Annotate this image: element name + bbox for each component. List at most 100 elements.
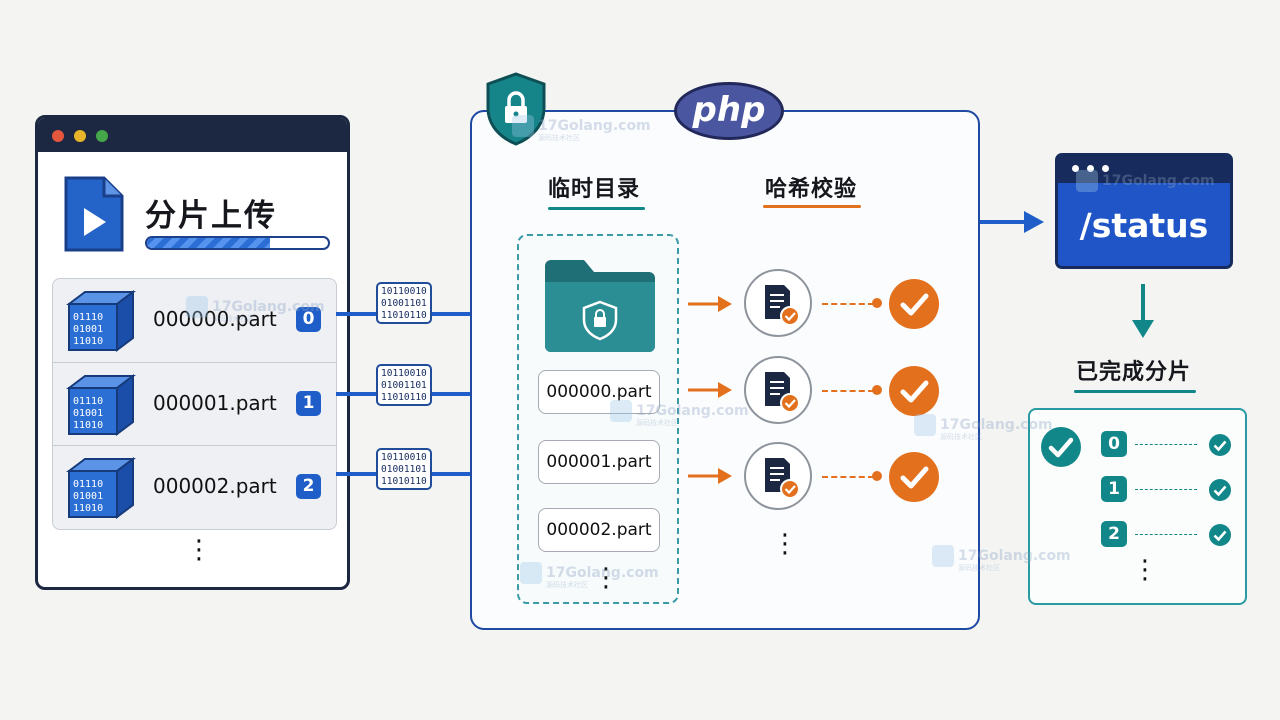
hash-connector [822,390,874,392]
hash-check-title: 哈希校验 [765,177,858,202]
cube-bits-line: 01110 [73,396,103,407]
cube-bits-line: 11010 [73,420,103,431]
check-circle-icon [1041,427,1081,467]
chunk-name: 000002.part [153,474,277,498]
temp-file-item[interactable]: 000001.part [538,440,660,484]
more-completed-ellipsis: ⋮ [1132,557,1158,583]
temp-file-item[interactable]: 000002.part [538,508,660,552]
cube-bits-line: 01001 [73,324,103,335]
binary-chip: 10110010 01001101 11010110 [376,448,432,490]
cube-bits-line: 01110 [73,312,103,323]
window-dot-icon [1102,165,1109,172]
hash-check-node [744,356,812,424]
watermark-logo-icon [1076,170,1098,192]
binary-line: 10110010 [381,368,427,379]
hash-check-underline [763,205,861,208]
cube-bits-line: 01001 [73,491,103,502]
data-cube-icon: 01110 01001 11010 [66,374,136,436]
completed-index-badge: 0 [1101,431,1127,457]
completed-index-badge: 1 [1101,476,1127,502]
watermark-text: 17Golang.com [940,417,1053,433]
minimize-dot-icon[interactable] [74,130,86,142]
maximize-dot-icon[interactable] [96,130,108,142]
watermark-logo-icon [520,562,542,584]
chunk-index-badge: 0 [296,307,321,332]
binary-line: 11010110 [381,392,427,403]
hash-arrows [688,296,732,484]
binary-line: 11010110 [381,310,427,321]
binary-chip: 10110010 01001101 11010110 [376,282,432,324]
status-window-bar [1058,156,1230,183]
chunk-index-badge: 2 [296,474,321,499]
watermark-text: 17Golang.com [538,118,651,134]
chunk-row[interactable]: 01110 01001 11010 000002.part 2 [53,445,336,529]
connector-dot [872,385,882,395]
temp-dir-title: 临时目录 [548,177,641,202]
more-chunks-ellipsis: ⋮ [186,535,212,565]
completed-index-badge: 2 [1101,521,1127,547]
secure-folder-icon [545,260,655,352]
document-check-icon [765,285,800,326]
temp-file-item[interactable]: 000000.part [538,370,660,414]
watermark-logo-icon [610,400,632,422]
chunk-row[interactable]: 01110 01001 11010 000000.part 0 [53,279,336,363]
data-cube-icon: 01110 01001 11010 [66,290,136,352]
status-endpoint-window[interactable]: /status [1055,153,1233,269]
cube-bits-line: 11010 [73,503,103,514]
watermark-subtext: 源码技术社区 [958,564,1000,572]
data-cube-icon: 01110 01001 11010 [66,457,136,519]
hash-connector [822,303,874,305]
watermark: 17Golang.com [1076,170,1215,192]
status-arrow [980,211,1044,233]
watermark-subtext: 源码技术社区 [636,419,678,427]
binary-line: 01001101 [381,464,427,475]
watermark-subtext: 源码技术社区 [538,134,580,142]
document-check-icon [765,372,800,413]
check-circle-icon [1209,479,1231,501]
hash-check-node [744,269,812,337]
security-shield-icon [486,72,546,146]
chunk-name: 000001.part [153,391,277,415]
watermark-text: 17Golang.com [212,299,325,315]
completed-connector [1135,444,1197,445]
watermark-text: 17Golang.com [636,403,749,419]
upload-progress-bar [145,236,330,250]
chunk-row[interactable]: 01110 01001 11010 000001.part 1 [53,362,336,446]
binary-line: 01001101 [381,380,427,391]
cube-bits-line: 01110 [73,479,103,490]
chunk-index-badge: 1 [296,391,321,416]
document-check-icon [765,458,800,499]
watermark-text: 17Golang.com [1102,173,1215,189]
watermark-logo-icon [512,115,534,137]
status-down-arrow [1132,284,1154,338]
hash-check-node [744,442,812,510]
upload-title: 分片上传 [145,198,277,234]
watermark-subtext: 源码技术社区 [212,315,254,323]
watermark-logo-icon [914,414,936,436]
php-logo: php [674,82,784,140]
check-circle-icon [1209,434,1231,456]
binary-line: 10110010 [381,452,427,463]
connector-dot [872,471,882,481]
binary-line: 10110010 [381,286,427,297]
completed-chunks-underline [1074,390,1196,393]
cube-bits-line: 11010 [73,336,103,347]
chunk-list: 01110 01001 11010 000000.part 0 01110 01… [52,278,337,530]
watermark-text: 17Golang.com [958,548,1071,564]
check-circle-icon [889,366,939,416]
status-endpoint-label: /status [1079,206,1209,245]
watermark-logo-icon [186,296,208,318]
window-dot-icon [1087,165,1094,172]
upload-progress-fill [147,238,271,248]
close-dot-icon[interactable] [52,130,64,142]
upload-window: 分片上传 01110 01001 11010 000000.part 0 011… [35,115,350,590]
check-circle-icon [889,279,939,329]
chunk-name: 000000.part [153,307,277,331]
binary-line: 11010110 [381,476,427,487]
check-circle-icon [889,452,939,502]
